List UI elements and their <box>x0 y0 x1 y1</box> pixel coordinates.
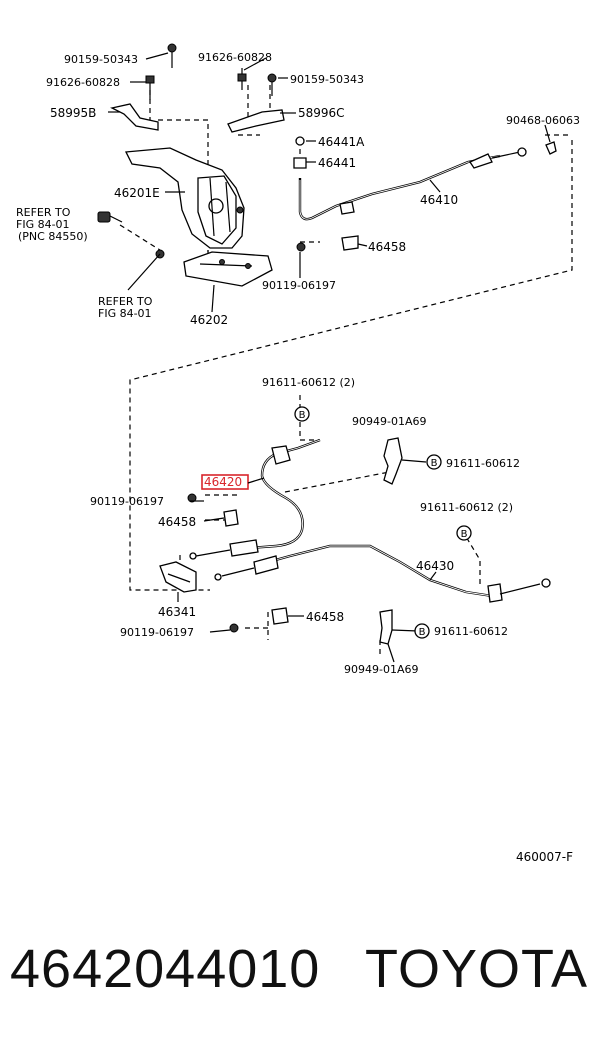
label-46458-c: 46458 <box>306 610 344 624</box>
part-number: 4642044010 <box>10 939 321 999</box>
label-58995b: 58995B <box>50 106 96 120</box>
label-91611-60612-2-b: 91611-60612 (2) <box>420 501 513 514</box>
label-90119-06197-a: 90119-06197 <box>262 279 336 292</box>
label-90159-50343-b: 90159-50343 <box>290 73 364 86</box>
refer-to-label-1-line-3: (PNC 84550) <box>18 230 88 243</box>
label-90949-01a69-a: 90949-01A69 <box>352 415 426 428</box>
bottom-caption: 4642044010 TOYOTA <box>0 930 600 1020</box>
label-46441: 46441 <box>318 156 356 170</box>
label-91611-60612-b: 91611-60612 <box>434 625 508 638</box>
label-46201e: 46201E <box>114 186 160 200</box>
b-marker-2: B <box>431 458 438 469</box>
label-91626-60828-b: 91626-60828 <box>46 76 120 89</box>
label-90119-06197-c: 90119-06197 <box>120 626 194 639</box>
right-cable-46430 <box>159 544 551 645</box>
part-labels: 90159-50343 91626-60828 91626-60828 9015… <box>16 51 580 864</box>
label-46458-b: 46458 <box>158 515 196 529</box>
diagram-code: 460007-F <box>516 850 573 864</box>
highlight-box <box>201 474 249 490</box>
refer-to-label-2-line-1: REFER TO <box>98 295 153 308</box>
label-90119-06197-b: 90119-06197 <box>90 495 164 508</box>
label-90159-50343-a: 90159-50343 <box>64 53 138 66</box>
refer-to-label-1-line-1: REFER TO <box>16 206 71 219</box>
b-marker-4: B <box>419 627 426 638</box>
b-markers: B B B B <box>294 406 472 639</box>
refer-to-label-1-line-2: FIG 84-01 <box>16 218 70 231</box>
label-90468-06063: 90468-06063 <box>506 114 580 127</box>
leader-lines <box>108 52 551 663</box>
b-marker-1: B <box>299 410 306 421</box>
label-46341: 46341 <box>158 605 196 619</box>
brand-name: TOYOTA <box>364 939 588 999</box>
lever-assembly <box>97 43 307 291</box>
label-46420: 46420 <box>204 475 242 489</box>
label-46458-a: 46458 <box>368 240 406 254</box>
label-91611-60612-a: 91611-60612 <box>446 457 520 470</box>
label-46202: 46202 <box>190 313 228 327</box>
label-90949-01a69-b: 90949-01A69 <box>344 663 418 676</box>
label-46441a: 46441A <box>318 135 365 149</box>
parts-diagram: B B B B 90159-50343 91626-60828 91626-60… <box>16 43 580 864</box>
label-46430: 46430 <box>416 559 454 573</box>
left-cable-46420 <box>187 437 403 560</box>
refer-to-label-2-line-2: FIG 84-01 <box>98 307 152 320</box>
label-91626-60828-a: 91626-60828 <box>198 51 272 64</box>
label-46410: 46410 <box>420 193 458 207</box>
front-cable-46410 <box>298 141 557 251</box>
b-marker-3: B <box>461 529 468 540</box>
label-91611-60612-2-a: 91611-60612 (2) <box>262 376 355 389</box>
label-58996c: 58996C <box>298 106 345 120</box>
